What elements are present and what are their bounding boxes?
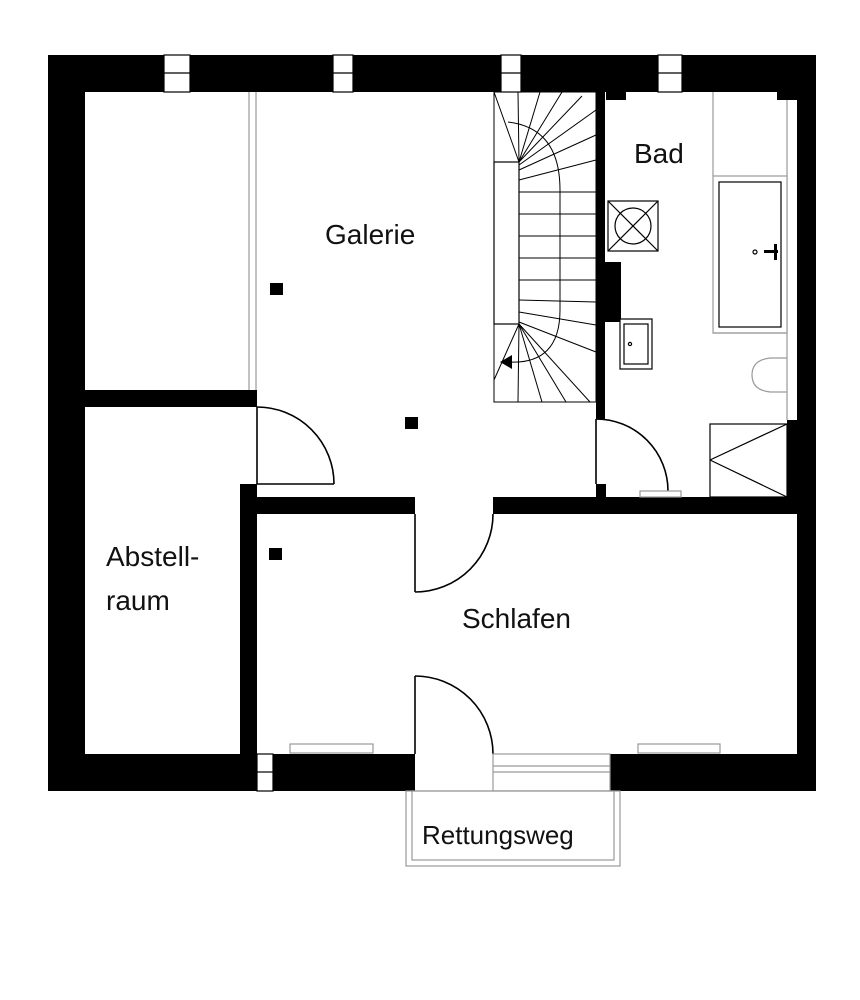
label-galerie: Galerie bbox=[325, 219, 415, 250]
balcony-opening bbox=[492, 753, 611, 792]
wall-bottom-3 bbox=[610, 754, 816, 791]
rettungsweg-box bbox=[405, 790, 621, 867]
wall-top-3 bbox=[353, 55, 501, 92]
door-schlafen-top bbox=[414, 513, 494, 593]
radiator-2 bbox=[637, 743, 721, 754]
door-schlafen-bottom bbox=[414, 675, 494, 755]
column-marker-2 bbox=[405, 417, 418, 429]
door-bad bbox=[595, 418, 669, 492]
stair-handrail bbox=[493, 161, 520, 325]
wall-abstell-top bbox=[85, 390, 257, 407]
wall-top-4 bbox=[521, 55, 658, 92]
column-marker-3 bbox=[269, 548, 282, 560]
wall-schlafen-top-right bbox=[493, 497, 797, 514]
staircase bbox=[493, 91, 597, 403]
radiator-bad bbox=[639, 490, 682, 498]
wall-right bbox=[797, 55, 816, 791]
label-bad: Bad bbox=[634, 138, 684, 169]
label-schlafen: Schlafen bbox=[462, 603, 571, 634]
label-abstellraum-line1: Abstell- bbox=[106, 541, 199, 572]
toilet-icon bbox=[713, 332, 787, 393]
wall-abstell-right bbox=[240, 484, 257, 754]
wall-bad-stub bbox=[596, 484, 606, 498]
label-abstellraum-line2: raum bbox=[106, 585, 170, 616]
shower-tray bbox=[709, 423, 788, 498]
wall-top-2 bbox=[190, 55, 333, 92]
wall-left bbox=[48, 55, 85, 791]
interior-walls bbox=[85, 92, 799, 754]
sink-icon bbox=[619, 318, 653, 370]
wall-bottom-1 bbox=[48, 754, 257, 791]
vent-icon bbox=[607, 200, 659, 252]
door-galerie-left bbox=[256, 406, 335, 485]
windows-top bbox=[163, 54, 683, 93]
wall-bottom-2 bbox=[273, 754, 415, 791]
outer-walls bbox=[48, 55, 816, 791]
label-rettungsweg: Rettungsweg bbox=[422, 820, 574, 850]
radiator-1 bbox=[289, 743, 374, 754]
bathroom-fixtures bbox=[606, 92, 797, 498]
wall-schlafen-top-left bbox=[240, 497, 415, 514]
wall-bad-right-stub bbox=[787, 420, 799, 500]
wall-bad-left-thick bbox=[605, 262, 621, 322]
wall-top-5 bbox=[682, 55, 816, 92]
column-marker-1 bbox=[270, 283, 283, 295]
wall-bad-left-upper bbox=[596, 92, 605, 419]
doors bbox=[256, 406, 669, 755]
